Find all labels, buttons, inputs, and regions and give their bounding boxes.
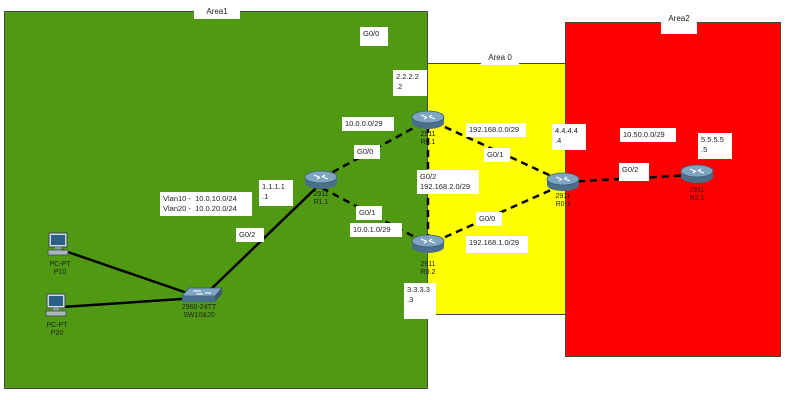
router-icon [411, 234, 445, 253]
router-r1-1-model: 2911 [313, 191, 329, 198]
g02-r01-label: G0/2 192.168.2.0/29 [417, 170, 479, 194]
net-10-0-1-label: 10.0.1.0/29 [350, 223, 402, 237]
switch-sw10-20-label: 2960-24TT SW10&20 [182, 304, 216, 320]
router-r0-3-model: 2911 [555, 193, 571, 200]
router-r2-1-name: R2.1 [689, 195, 705, 202]
router-r0-1-name: R0.1 [420, 139, 436, 146]
r02-loopback-label: 3.3.3.3 .3 [404, 283, 436, 319]
router-r2-1-label: 2911 R2.1 [689, 187, 704, 203]
r03-loopback-label: 4.4.4.4 .4 [552, 124, 586, 150]
area-0-title: Area 0 [481, 50, 519, 65]
net-10-0-0-label: 10.0.0.0/29 [342, 117, 394, 131]
router-r0-2-model: 2911 [420, 261, 436, 268]
router-r1-1-label: 2911 R1.1 [313, 191, 328, 207]
g02-r03-label: G0/2 [619, 163, 649, 181]
link-r11-r02 [321, 186, 429, 246]
area-2-title: Area2 [661, 12, 697, 34]
router-r0-3-label: 2911 R0.3 [555, 193, 570, 209]
g01-r03-label: G0/1 [484, 148, 510, 162]
router-r0-1-model: 2911 [420, 131, 436, 138]
area-2-zone [565, 22, 781, 357]
vlans-label: Vlan10 - 10.0.10.0/24 Vlan20 - 10.0.20.0… [160, 192, 252, 216]
pc-icon [47, 232, 69, 256]
pc-p20-label: PC-PT P20 [47, 322, 68, 338]
r11-loopback-label: 1.1.1.1 .1 [259, 180, 293, 206]
pc-p20-model: PC-PT [46, 322, 68, 329]
pc-p10-name: P10 [53, 269, 67, 276]
router-icon [680, 164, 714, 183]
pc-p20-name: P20 [50, 330, 64, 337]
router-r0-1-label: 2911 R0.1 [420, 131, 435, 147]
router-r0-2-name: R0.2 [420, 269, 436, 276]
router-icon [546, 172, 580, 191]
router-icon [304, 170, 338, 189]
router-r1-1-name: R1.1 [313, 199, 329, 206]
switch-model: 2960-24TT [181, 304, 217, 311]
router-icon [411, 110, 445, 129]
switch-icon [181, 287, 223, 302]
g00-r11-label: G0/0 [354, 145, 380, 159]
link-r02-r03 [433, 184, 561, 244]
g02-r11-label: G0/2 [236, 228, 264, 242]
router-r0-2-label: 2911 R0.2 [420, 261, 435, 277]
router-r2-1-model: 2911 [689, 187, 705, 194]
g01-r11-label: G0/1 [356, 206, 382, 220]
g00-top-label: G0/0 [360, 27, 388, 46]
net-10-50-0-label: 10.50.0.0/29 [620, 128, 676, 142]
net-192-168-1-label: 192.168.1.0/29 [466, 236, 528, 253]
area-1-title: Area1 [194, 4, 240, 19]
link-pc20-sw [61, 296, 197, 309]
r01-loopback-label: 2.2.2.2 .2 [393, 70, 427, 96]
router-r0-3-name: R0.3 [555, 201, 571, 208]
net-192-168-0-label: 192.168.0.0/29 [466, 123, 526, 137]
g00-r02-label: G0/0 [476, 212, 502, 226]
r21-loopback-label: 5.5.5.5 .5 [698, 133, 732, 159]
link-pc10-sw [61, 248, 197, 298]
pc-p10-label: PC-PT P10 [50, 261, 71, 277]
pc-p10-model: PC-PT [49, 261, 71, 268]
switch-name: SW10&20 [183, 312, 215, 319]
pc-icon [45, 293, 67, 317]
